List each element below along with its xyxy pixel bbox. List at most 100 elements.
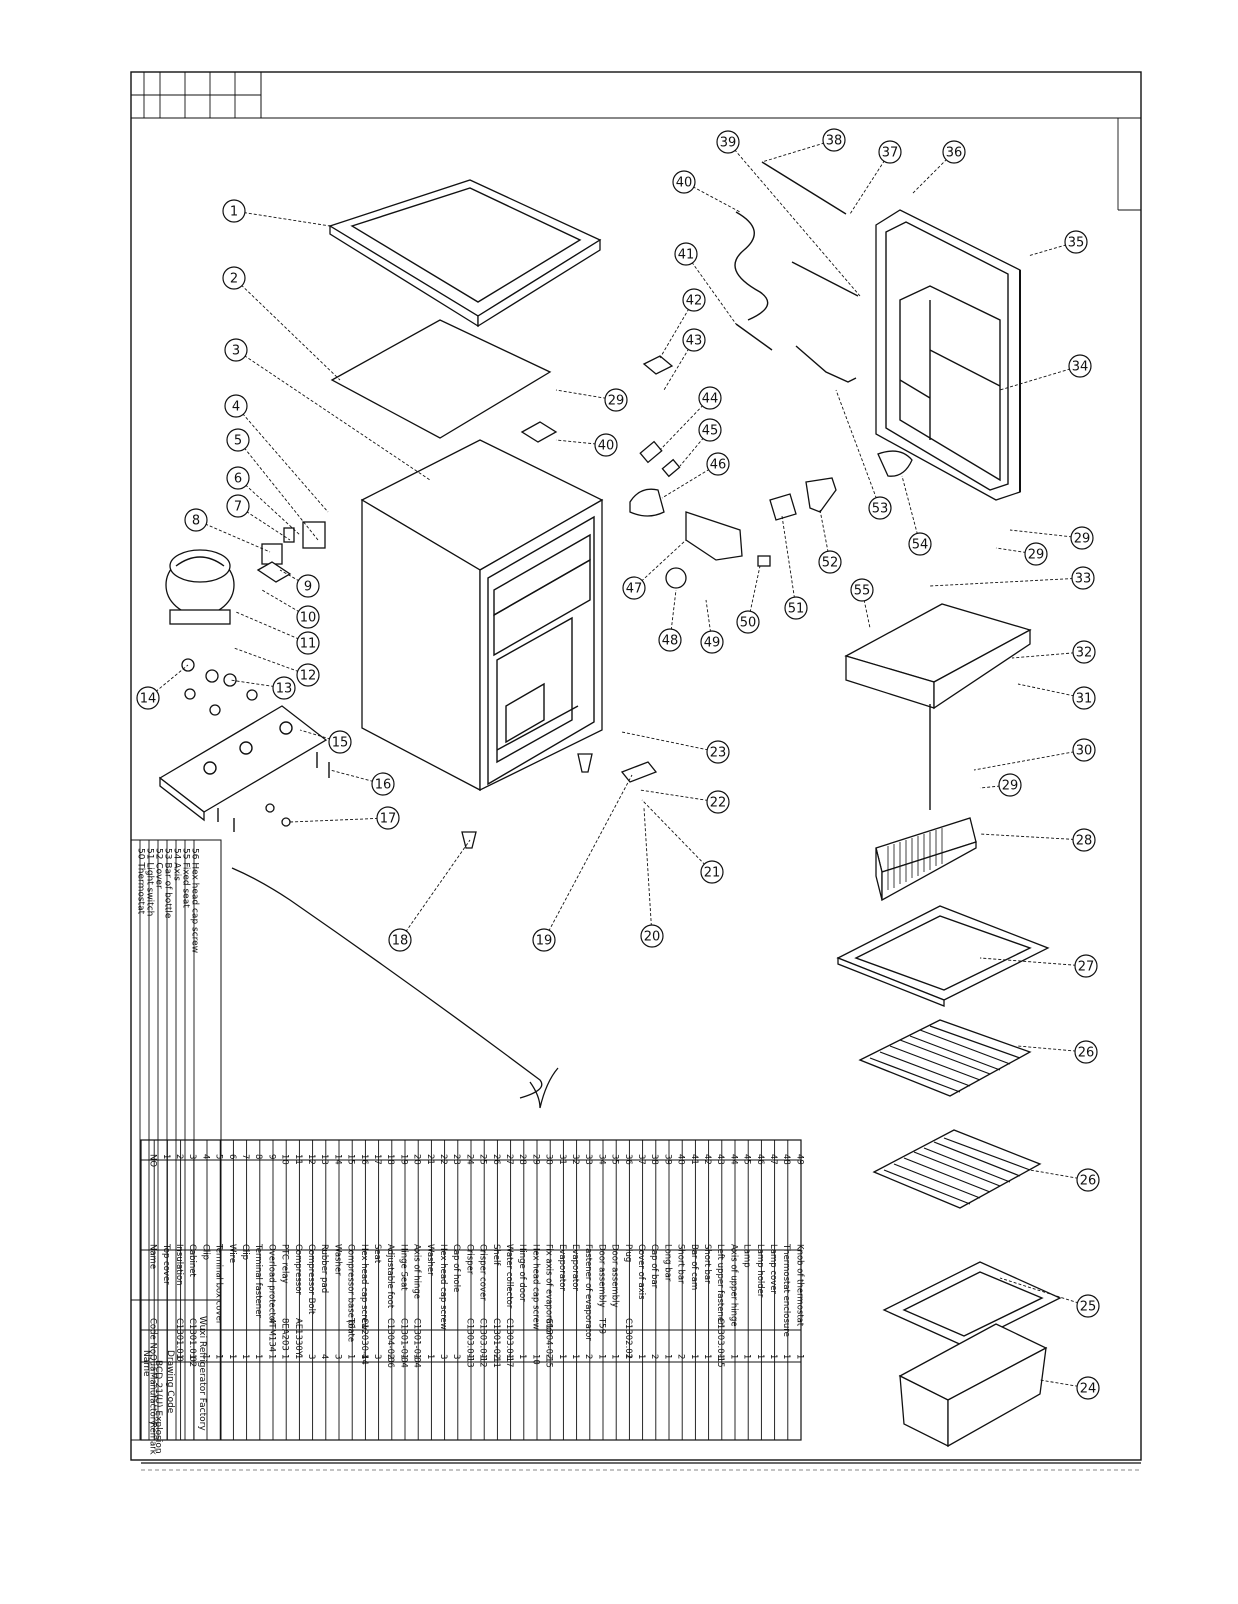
bom-cell-no: 1	[161, 1154, 171, 1159]
part-lamp	[639, 440, 663, 464]
callout-39: 39	[716, 130, 861, 297]
callout-circle	[640, 924, 664, 948]
part-door-assembly	[875, 209, 1021, 501]
bom-cell-qty: 3	[332, 1354, 342, 1359]
bom-cell-no: 47	[768, 1154, 778, 1165]
callout-number: 26	[1078, 1046, 1095, 1061]
part-wire-shelf-2	[872, 1129, 1042, 1209]
callout-circle	[296, 574, 320, 598]
callout-circle	[1072, 686, 1096, 710]
callout-circle	[998, 773, 1022, 797]
bom-cell-no: 42	[702, 1154, 712, 1165]
bom-cell-name: Seat	[372, 1244, 382, 1264]
callout-48: 48	[658, 589, 682, 652]
callout-circle	[1072, 738, 1096, 762]
bom-cell-qty: 2	[649, 1354, 659, 1359]
callout-circle	[272, 676, 296, 700]
callout-leader	[641, 799, 713, 873]
callout-37: 37	[849, 140, 902, 215]
callout-leader	[973, 749, 1085, 771]
callout-17: 17	[289, 806, 400, 830]
callout-circle	[1071, 566, 1095, 590]
callout-20: 20	[640, 807, 664, 948]
bom-cell-name: Evaporator	[557, 1244, 567, 1291]
bom-cell-qty: 2	[676, 1354, 686, 1359]
bom-cell-qty: 1	[517, 1354, 527, 1359]
part-axis-54	[795, 345, 857, 383]
callout-number: 23	[710, 746, 727, 761]
callout-number: 24	[1080, 1382, 1097, 1397]
callout-number: 53	[872, 502, 889, 517]
bom-cell-qty: 1	[200, 1354, 210, 1359]
callout-number: 37	[882, 146, 899, 161]
bom-cell-no: 43	[715, 1154, 725, 1165]
callout-number: 29	[1074, 532, 1091, 547]
callout-number: 40	[598, 439, 615, 454]
callout-circle	[1070, 526, 1094, 550]
bom-cell-no: 13	[319, 1154, 329, 1165]
callout-circle	[784, 596, 808, 620]
callout-leader	[229, 679, 285, 689]
part-insulation	[330, 319, 552, 439]
part-cover-52	[769, 493, 797, 521]
callout-leader	[979, 957, 1087, 967]
callout-leader	[761, 139, 835, 163]
bom-cell-qty: 1	[742, 1354, 752, 1359]
bom-cell-name: Bar of cam	[689, 1244, 699, 1290]
part-short-bar-42	[735, 323, 773, 351]
title-model: BCD-21(U) Explosion	[153, 1360, 163, 1454]
bom-cell-name: Lamp holder	[755, 1244, 765, 1298]
callout-leader	[901, 475, 921, 545]
bom-cell-code: C1303.0-17	[504, 1318, 514, 1368]
part-crisper-cover	[882, 1261, 1062, 1347]
callout-leader	[669, 589, 677, 641]
part-hinge-seat	[620, 761, 658, 783]
bom-cell-no: 36	[623, 1154, 633, 1165]
callout-number: 20	[644, 930, 661, 945]
callout-45: 45	[679, 418, 722, 467]
bom-cell-qty: 1	[768, 1354, 778, 1359]
callout-leader	[233, 210, 331, 227]
bom-cell-code: C1301.0.02	[187, 1318, 197, 1367]
callout-circle	[136, 686, 160, 710]
callout-number: 39	[720, 136, 737, 151]
bom-cell-name: Washer	[332, 1244, 342, 1276]
bom-cell-no: 14	[332, 1154, 342, 1165]
callout-leader	[1011, 651, 1085, 659]
bom-cell-name: Water collector	[504, 1244, 514, 1309]
legend-item: 50 Thermostat	[136, 848, 146, 915]
callout-22: 22	[639, 789, 730, 814]
callout-leader	[235, 405, 329, 513]
bom-cell-name: Axis of hinge	[412, 1244, 422, 1299]
bom-cell-no: NO	[148, 1154, 158, 1167]
bom-cell-qty: 1	[280, 1354, 290, 1359]
bom-cell-name: Clip	[240, 1244, 250, 1260]
callout-circle	[532, 928, 556, 952]
bom-cell-no: 33	[583, 1154, 593, 1165]
bom-cell-name: Insulation	[174, 1244, 184, 1286]
bom-cell-qty: 1	[293, 1354, 303, 1359]
part-base-plate	[158, 705, 328, 822]
bom-cell-no: 6	[227, 1154, 237, 1159]
bom-cell-no: 20	[412, 1154, 422, 1165]
bom-cell-no: 2	[174, 1154, 184, 1159]
bom-cell-name: Long bar	[662, 1244, 672, 1282]
bom-cell-no: 28	[517, 1154, 527, 1165]
bom-cell-qty: 1	[398, 1354, 408, 1359]
bom-cell-qty: 1	[240, 1354, 250, 1359]
part-screws	[217, 752, 330, 832]
callout-30: 30	[973, 738, 1096, 771]
